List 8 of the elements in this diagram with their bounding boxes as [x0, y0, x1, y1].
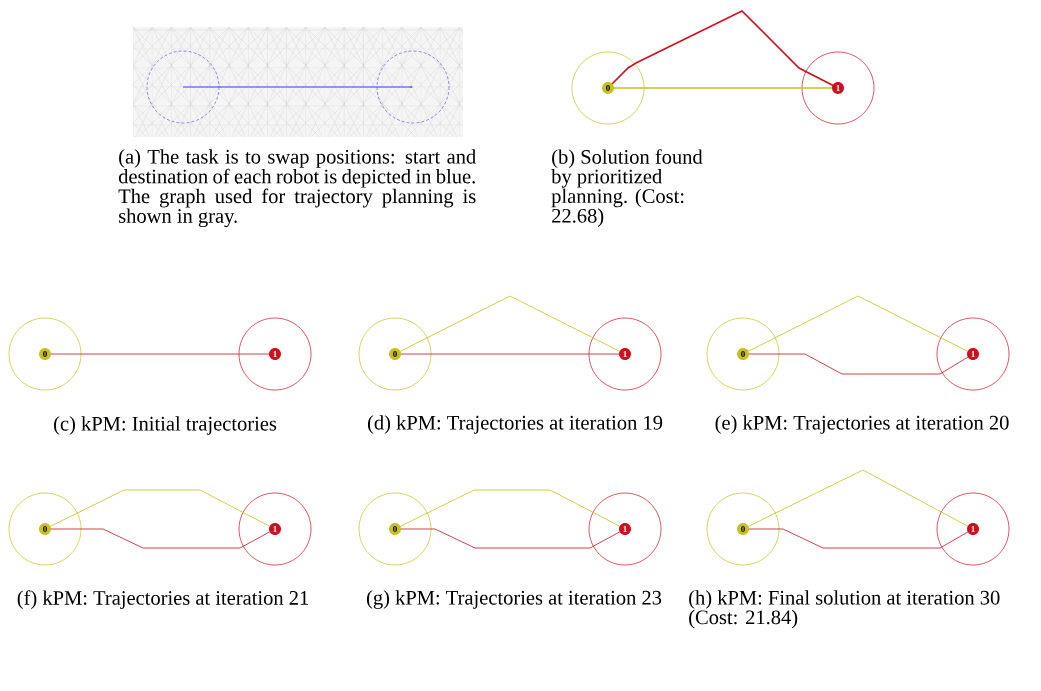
- caption: (f) kPM: Trajectories at iteration 21: [17, 590, 308, 609]
- caption: (b) Solution found by prioritized planning. (Cost: 22.68): [551, 149, 703, 227]
- caption: (d) kPM: Trajectories at iteration 19: [367, 415, 663, 434]
- caption: (c) kPM: Initial trajectories: [54, 416, 277, 435]
- caption: (g) kPM: Trajectories at iteration 23: [366, 590, 662, 609]
- caption: (h) kPM: Final solution at iteration 30 (Cost: 21.84): [689, 590, 1000, 629]
- caption: (a) The task is to swap positions: start and destination of each robot is depicted in blue. The graph used for trajectory planning is shown in gray.: [118, 149, 476, 228]
- caption: (e) kPM: Trajectories at iteration 20: [715, 415, 1009, 434]
